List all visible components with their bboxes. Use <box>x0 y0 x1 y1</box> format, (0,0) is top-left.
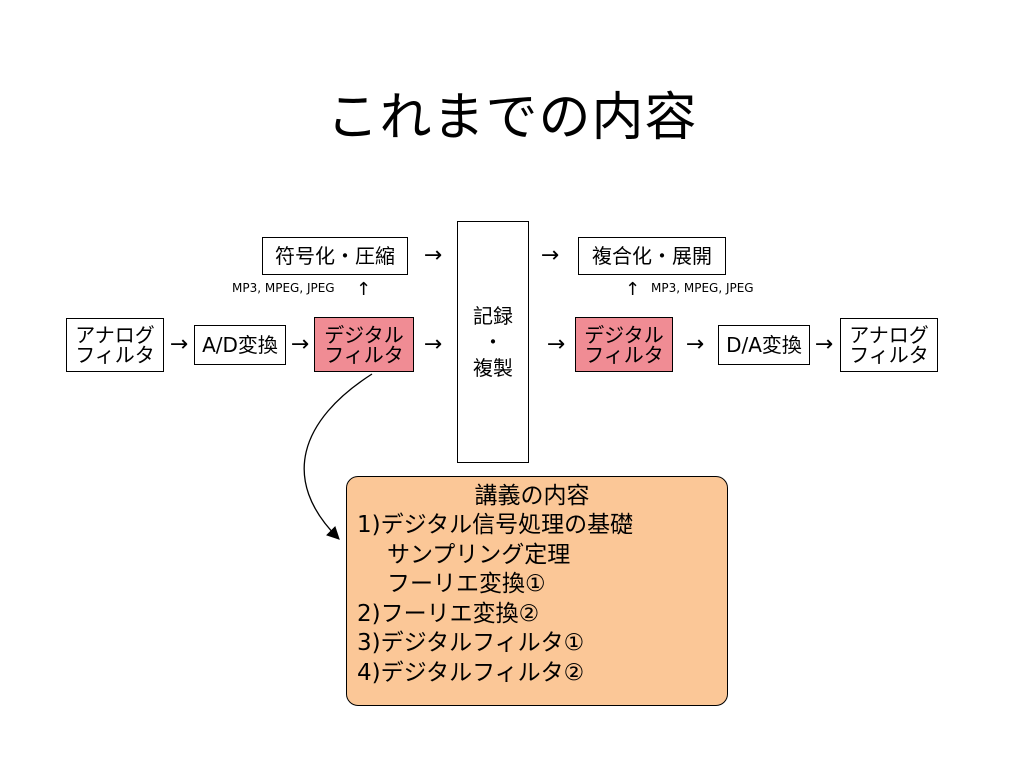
arrow-3: → <box>423 332 443 357</box>
up-arrow-right: ↑ <box>625 279 641 300</box>
arrow-7: → <box>685 332 705 357</box>
lecture-item: フーリエ変換① <box>387 571 546 597</box>
lecture-item: サンプリング定理 <box>387 541 571 568</box>
page-title: これまでの内容 <box>326 88 698 148</box>
decoding-formats-label: MP3, MPEG, JPEG <box>651 281 754 295</box>
lecture-item: 2)フーリエ変換② <box>357 600 540 627</box>
arrow-6: → <box>546 332 566 357</box>
arrow-5: → <box>540 243 560 268</box>
arrow-1: → <box>169 332 189 357</box>
lecture-item: 4)デジタルフィルタ② <box>357 659 585 686</box>
analog-filter-input-box: アナログ フィルタ <box>66 318 164 372</box>
encoding-box: 符号化・圧縮 <box>262 237 408 275</box>
lecture-item: 3)デジタルフィルタ① <box>357 630 585 656</box>
lecture-content-box: 講義の内容 1)デジタル信号処理の基礎 サンプリング定理 フーリエ変換① 2)フ… <box>346 476 728 706</box>
encoding-formats-label: MP3, MPEG, JPEG <box>232 281 335 295</box>
arrow-8: → <box>814 332 834 357</box>
arrow-2: → <box>290 332 310 357</box>
ad-converter-box: A/D変換 <box>194 325 286 365</box>
up-arrow-left: ↑ <box>356 279 372 300</box>
da-converter-box: D/A変換 <box>718 325 810 365</box>
digital-filter-right-box: デジタル フィルタ <box>575 317 673 372</box>
digital-filter-left-box: デジタル フィルタ <box>314 317 414 372</box>
arrow-4: → <box>423 243 443 268</box>
lecture-title: 講義の内容 <box>474 483 590 509</box>
lecture-item: 1)デジタル信号処理の基礎 <box>357 512 634 538</box>
analog-filter-output-box: アナログ フィルタ <box>840 318 938 372</box>
recording-box: 記録 ・ 複製 <box>457 221 529 463</box>
decoding-box: 複合化・展開 <box>578 237 726 275</box>
